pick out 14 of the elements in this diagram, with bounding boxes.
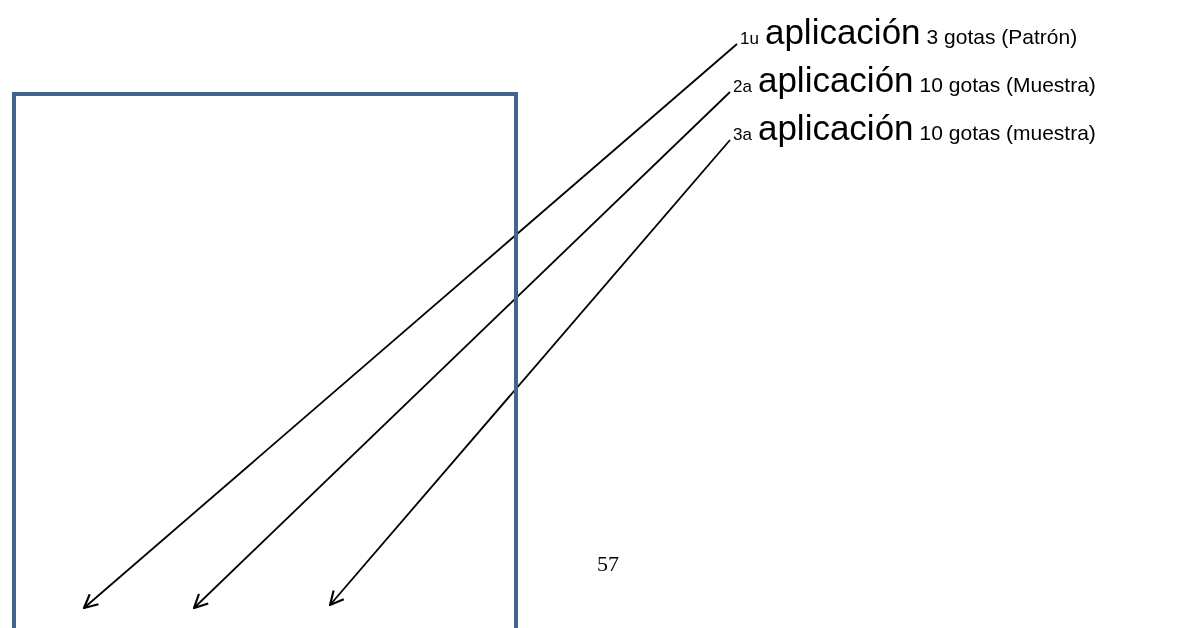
leader-arrow xyxy=(328,139,731,607)
order-number: 3a xyxy=(733,125,752,145)
order-number: 2a xyxy=(733,77,752,97)
drops-label: 10 gotas (Muestra) xyxy=(919,73,1096,97)
page-number: 57 xyxy=(597,551,619,577)
step-label: aplicación xyxy=(757,108,914,148)
drops-label: 3 gotas (Patrón) xyxy=(926,25,1078,49)
order-number: 1u xyxy=(740,29,759,49)
leader-arrow xyxy=(192,91,731,610)
plate-box xyxy=(12,92,518,628)
step-label: aplicación xyxy=(757,60,914,100)
step-label: aplicación xyxy=(764,12,921,52)
drops-label: 10 gotas (muestra) xyxy=(919,121,1096,145)
leader-arrow xyxy=(82,43,738,610)
